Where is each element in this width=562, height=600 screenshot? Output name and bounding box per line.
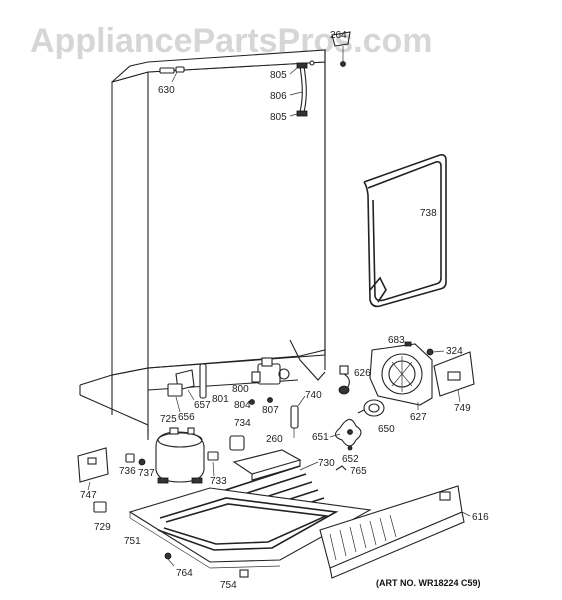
callout-683: 683 xyxy=(388,335,405,346)
part-740-thermostat xyxy=(290,405,299,438)
callout-747: 747 xyxy=(80,490,97,501)
part-734-overload xyxy=(229,435,245,451)
part-650-fan-motor xyxy=(357,399,385,417)
callout-765: 765 xyxy=(350,466,367,477)
callout-751: 751 xyxy=(124,536,141,547)
callout-764: 764 xyxy=(176,568,193,579)
part-738-heater-loop xyxy=(363,154,447,308)
part-260-drain-pan xyxy=(232,449,302,481)
callout-630: 630 xyxy=(158,85,175,96)
callout-626: 626 xyxy=(354,368,371,379)
part-806-tube xyxy=(296,60,315,117)
callout-800: 800 xyxy=(232,384,249,395)
part-765-clip xyxy=(335,465,347,471)
callout-725: 725 xyxy=(160,414,177,425)
part-737-bolt xyxy=(138,458,146,466)
part-736-grommet xyxy=(125,453,135,463)
callout-657: 657 xyxy=(194,400,211,411)
callout-651: 651 xyxy=(312,432,329,443)
callout-754: 754 xyxy=(220,580,237,591)
part-264-bracket xyxy=(331,31,351,67)
callout-652: 652 xyxy=(342,454,359,465)
callout-736: 736 xyxy=(119,466,136,477)
callout-740: 740 xyxy=(305,390,322,401)
callout-324: 324 xyxy=(446,346,463,357)
callout-749: 749 xyxy=(454,403,471,414)
watermark-text: AppliancePartsPros.com xyxy=(30,22,432,60)
callout-627: 627 xyxy=(410,412,427,423)
art-number: (ART NO. WR18224 C59) xyxy=(376,578,481,588)
callout-730: 730 xyxy=(318,458,335,469)
part-651-fan-blade xyxy=(334,418,362,447)
callout-260: 260 xyxy=(266,434,283,445)
callout-805-top: 805 xyxy=(270,70,287,81)
callout-264: 264 xyxy=(330,30,347,41)
part-801-tube xyxy=(199,363,207,399)
callout-738: 738 xyxy=(420,208,437,219)
part-749-cover xyxy=(433,351,475,397)
cabinet xyxy=(79,49,326,440)
part-630-latch xyxy=(159,66,185,83)
part-800-water-valve xyxy=(251,357,290,385)
callout-656: 656 xyxy=(178,412,195,423)
part-616-rear-grille xyxy=(319,485,465,579)
part-729-block xyxy=(93,501,107,513)
part-626-harness xyxy=(338,365,350,395)
callout-805-bottom: 805 xyxy=(270,112,287,123)
part-324-screw xyxy=(426,348,445,356)
callout-729: 729 xyxy=(94,522,111,533)
part-747-bracket xyxy=(77,447,109,483)
callout-804: 804 xyxy=(234,400,251,411)
callout-733: 733 xyxy=(210,476,227,487)
callout-616: 616 xyxy=(472,512,489,523)
part-627-fan-bracket xyxy=(369,341,433,406)
callout-737: 737 xyxy=(138,468,155,479)
callout-807: 807 xyxy=(262,405,279,416)
callout-806: 806 xyxy=(270,91,287,102)
callout-734: 734 xyxy=(234,418,251,429)
part-725-compressor xyxy=(155,427,205,484)
part-656-relay xyxy=(167,383,183,397)
part-764-screw xyxy=(164,552,175,567)
part-733-cover xyxy=(207,451,219,461)
part-754-clip xyxy=(239,569,249,578)
callout-801: 801 xyxy=(212,394,229,405)
callout-650: 650 xyxy=(378,424,395,435)
